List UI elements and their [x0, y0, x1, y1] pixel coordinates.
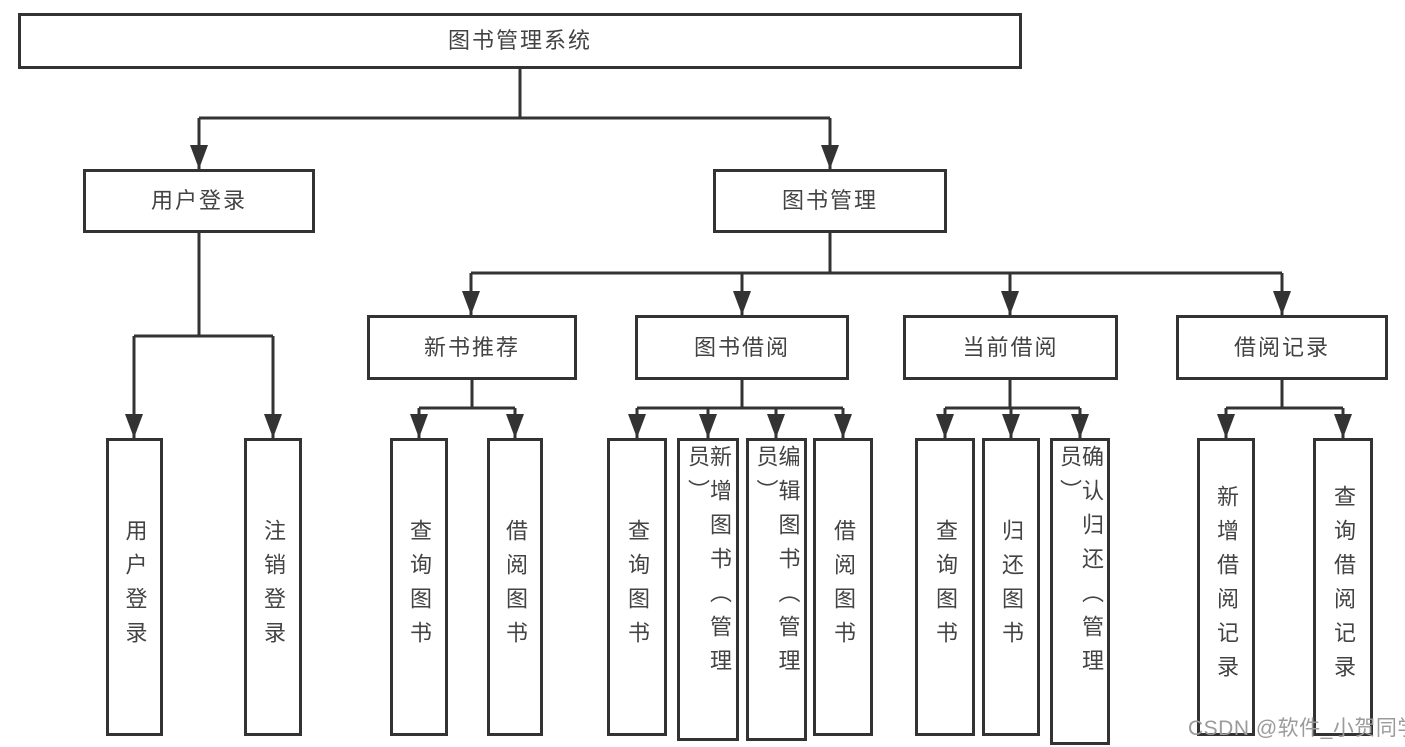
leaf-confirm-return-admin: 确认归还（管理员）: [1050, 438, 1110, 745]
leaf-add-book-admin: 新增图书（管理员）: [677, 438, 739, 741]
leaf-query-book-1: 查询图书: [390, 438, 448, 736]
leaf-query-book-2: 查询图书: [607, 438, 667, 736]
node-user-login: 用户登录: [83, 169, 315, 233]
node-book-management: 图书管理: [713, 169, 947, 233]
connector-rails: [134, 66, 1343, 410]
node-book-borrow: 图书借阅: [635, 315, 849, 380]
watermark: CSDN @软件_小贺同学: [1188, 717, 1405, 740]
leaf-borrow-book-2: 借阅图书: [813, 438, 873, 736]
node-new-book-recommend: 新书推荐: [367, 315, 577, 380]
leaf-return-book: 归还图书: [982, 438, 1040, 736]
node-root: 图书管理系统: [18, 13, 1022, 69]
node-current-borrow: 当前借阅: [903, 315, 1118, 380]
leaf-logout: 注销登录: [244, 438, 302, 736]
leaf-query-borrow-record: 查询借阅记录: [1313, 438, 1373, 736]
leaf-user-login: 用户登录: [106, 438, 163, 736]
node-borrow-record: 借阅记录: [1176, 315, 1388, 380]
leaf-edit-book-admin: 编辑图书（管理员）: [746, 438, 807, 741]
leaf-add-borrow-record: 新增借阅记录: [1197, 438, 1255, 736]
leaf-query-book-3: 查询图书: [915, 438, 975, 736]
leaf-borrow-book-1: 借阅图书: [487, 438, 543, 736]
